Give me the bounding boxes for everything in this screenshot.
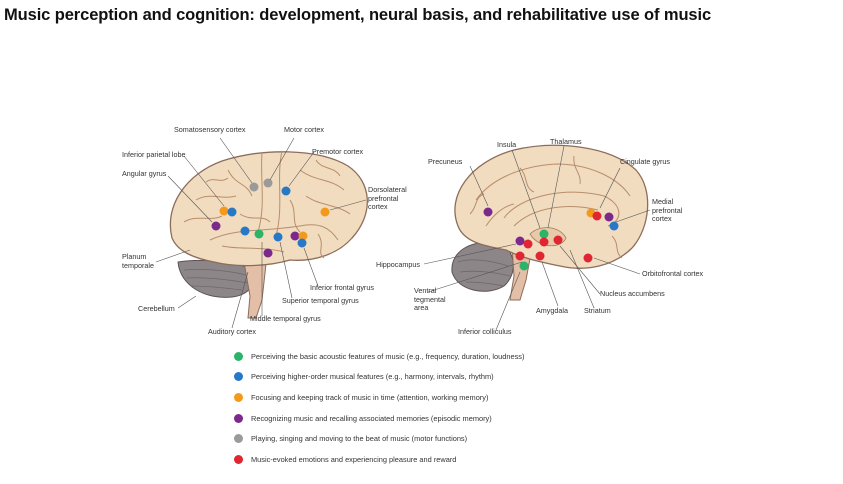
legend-dot-purple <box>234 413 243 423</box>
label-inferior-frontal-gyrus: Inferior frontal gyrus <box>310 283 374 292</box>
label-angular-gyrus: Angular gyrus <box>122 169 167 178</box>
label-somatosensory-cortex: Somatosensory cortex <box>174 125 246 134</box>
label-hippocampus: Hippocampus <box>376 260 420 269</box>
legend-dot-blue <box>234 372 243 382</box>
label-orbitofrontal-cortex: Orbitofrontal cortex <box>642 269 704 278</box>
label-superior-temporal-gyrus: Superior temporal gyrus <box>282 296 359 305</box>
legend-text: Playing, singing and moving to the beat … <box>251 434 468 444</box>
legend: Perceiving the basic acoustic features o… <box>234 346 524 470</box>
legend-dot-gray <box>234 434 243 444</box>
legend-text: Music-evoked emotions and experiencing p… <box>251 454 457 464</box>
label-inferior-colliculus: Inferior colliculus <box>458 327 512 336</box>
legend-dot-green <box>234 351 243 361</box>
label-planum-temporale: Planum temporale <box>122 252 154 270</box>
legend-text: Perceiving the basic acoustic features o… <box>251 351 525 361</box>
label-inferior-parietal-lobe: Inferior parietal lobe <box>122 150 186 159</box>
lateral-brain <box>155 137 368 329</box>
legend-item: Playing, singing and moving to the beat … <box>234 428 524 449</box>
label-insula: Insula <box>497 140 517 149</box>
label-middle-temporal-gyrus: Middle temporal gyrus <box>250 314 321 323</box>
legend-item: Focusing and keeping track of music in t… <box>234 387 524 408</box>
legend-item: Music-evoked emotions and experiencing p… <box>234 449 524 470</box>
legend-text: Recognizing music and recalling associat… <box>251 413 492 423</box>
label-medial-prefrontal-cortex: Medial prefrontal cortex <box>652 197 683 223</box>
legend-dot-orange <box>234 392 243 402</box>
legend-text: Perceiving higher-order musical features… <box>251 372 494 382</box>
medial-brain <box>423 144 651 331</box>
label-cerebellum: Cerebellum <box>138 304 175 313</box>
legend-item: Perceiving the basic acoustic features o… <box>234 346 524 367</box>
page-title: Music perception and cognition: developm… <box>4 6 712 24</box>
label-nucleus-accumbens: Nucleus accumbens <box>600 289 665 298</box>
legend-dot-red <box>234 454 243 464</box>
label-thalamus: Thalamus <box>550 137 582 146</box>
label-precuneus: Precuneus <box>428 157 463 166</box>
label-auditory-cortex: Auditory cortex <box>208 327 256 336</box>
legend-item: Perceiving higher-order musical features… <box>234 367 524 388</box>
label-dorsolateral-prefrontal-cortex: Dorsolateral prefrontal cortex <box>368 185 407 211</box>
legend-text: Focusing and keeping track of music in t… <box>251 392 489 402</box>
label-motor-cortex: Motor cortex <box>284 125 324 134</box>
label-amygdala: Amygdala <box>536 306 568 315</box>
label-striatum: Striatum <box>584 306 611 315</box>
legend-item: Recognizing music and recalling associat… <box>234 408 524 429</box>
label-premotor-cortex: Premotor cortex <box>312 147 364 156</box>
label-ventral-tegmental-area: Ventral tegmental area <box>414 286 446 312</box>
label-cingulate-gyrus: Cingulate gyrus <box>620 157 670 166</box>
